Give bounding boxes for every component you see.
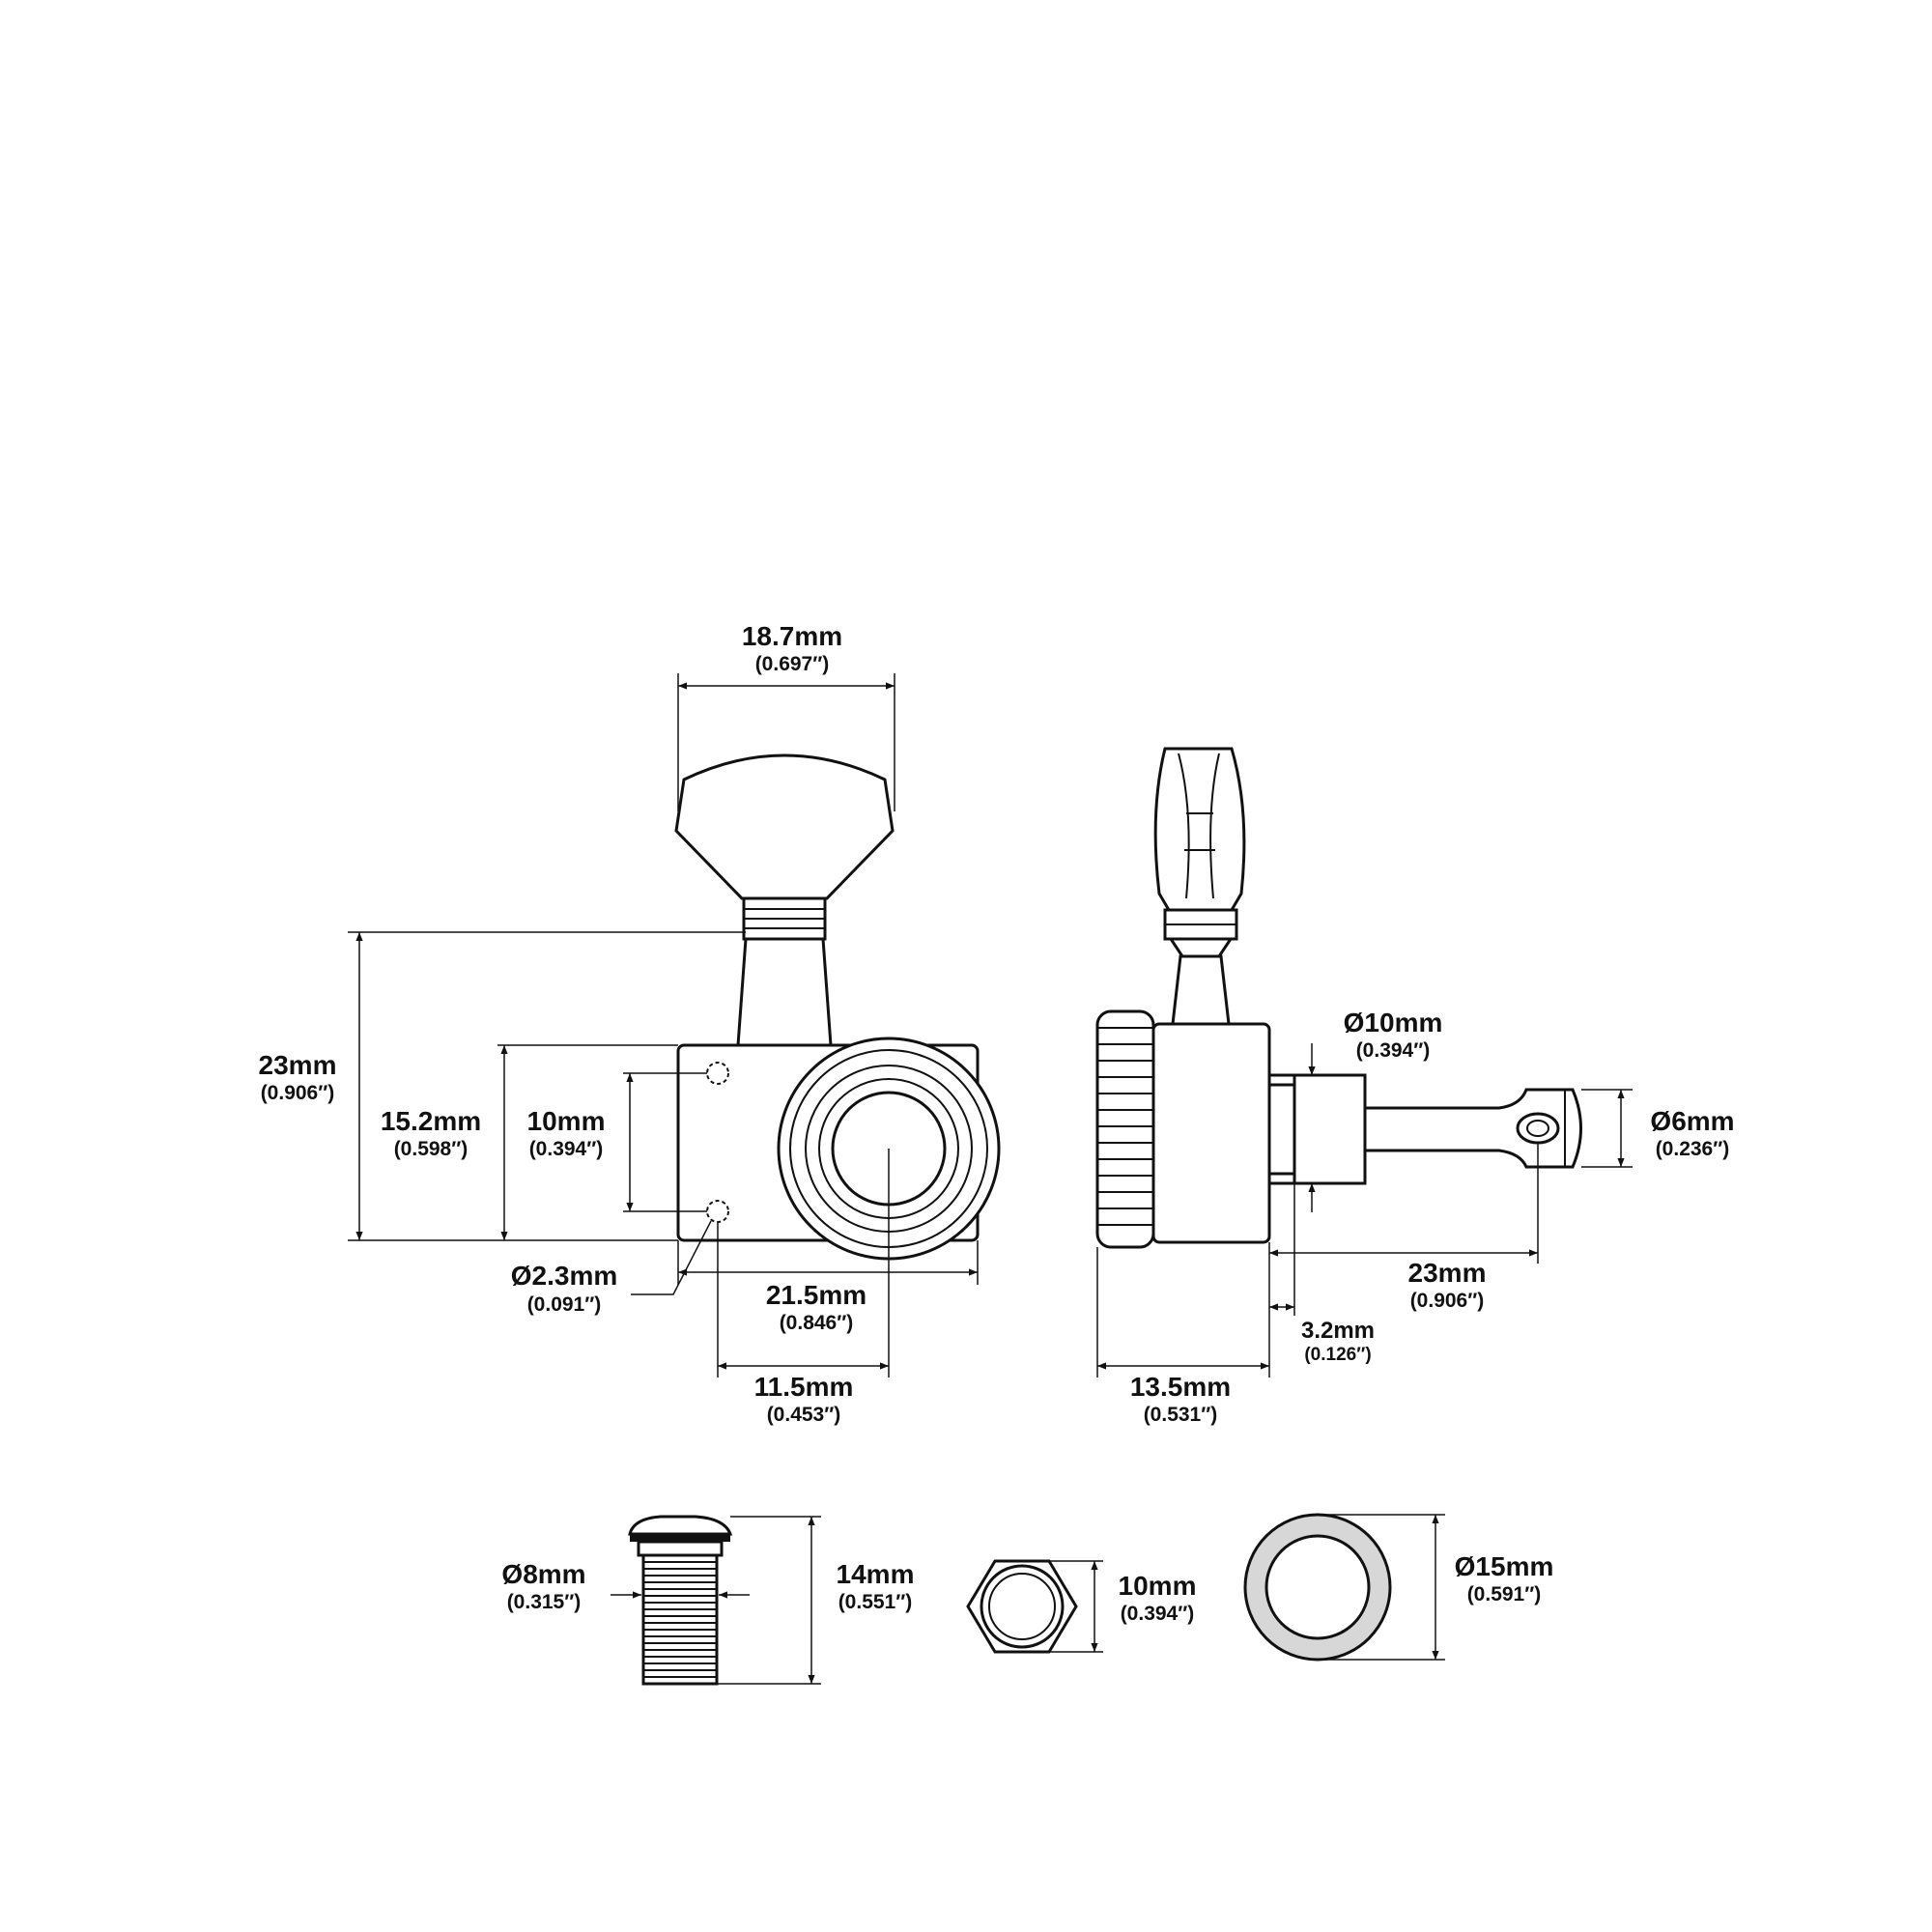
post-length-mm: 23mm [1408, 1258, 1487, 1288]
screw-hole-top [706, 1062, 729, 1085]
nut-dimensions [1049, 1560, 1103, 1653]
post-offset-in: (0.453″) [767, 1404, 841, 1426]
ferrule-dia-mm: Ø8mm [501, 1559, 585, 1589]
hex-nut [966, 1559, 1078, 1654]
bushing-depth-mm: 3.2mm [1301, 1318, 1375, 1344]
body-depth-mm: 13.5mm [1130, 1372, 1231, 1402]
button-width-in: (0.697″) [755, 653, 830, 675]
side-shaft [1171, 954, 1231, 1026]
nut-size-in: (0.394″) [1121, 1603, 1195, 1625]
screw-spacing-in: (0.394″) [529, 1138, 604, 1160]
button-shaft [736, 937, 833, 1047]
post-length-in: (0.906″) [1410, 1290, 1485, 1312]
ferrule-length-mm: 14mm [837, 1559, 915, 1589]
string-post [1363, 1088, 1582, 1169]
side-labels: Ø10mm (0.394″) Ø6mm (0.236″) 23mm (0.906… [1130, 1008, 1735, 1426]
string-hole [1516, 1112, 1560, 1145]
housing-height-in: (0.598″) [394, 1138, 469, 1160]
side-body [1151, 1022, 1271, 1244]
post-dia-in: (0.236″) [1656, 1138, 1730, 1160]
side-dimensions [1096, 1043, 1633, 1378]
nut-size-mm: 10mm [1119, 1571, 1197, 1601]
post-offset-mm: 11.5mm [754, 1372, 854, 1402]
washer-dimensions [1318, 1514, 1445, 1661]
washer [1243, 1513, 1392, 1662]
screw-hole-mm: Ø2.3mm [511, 1261, 618, 1291]
hardware-labels: Ø8mm (0.315″) 14mm (0.551″) 10mm (0.394″… [501, 1551, 1553, 1625]
front-dimensions [348, 673, 979, 1378]
screw-hole-bottom [706, 1200, 729, 1223]
ferrule-flange [628, 1515, 733, 1536]
side-view [1095, 747, 1582, 1249]
post-dia-mm: Ø6mm [1650, 1106, 1734, 1136]
side-button [1153, 747, 1246, 912]
side-bushing [1293, 1073, 1367, 1185]
bushing-dia-in: (0.394″) [1356, 1039, 1431, 1062]
washer-hole [1264, 1534, 1371, 1640]
overall-height-mm: 23mm [259, 1050, 337, 1080]
housing-width-mm: 21.5mm [766, 1280, 867, 1310]
body-depth-in: (0.531″) [1144, 1404, 1218, 1426]
housing-width-in: (0.846″) [780, 1312, 854, 1334]
washer-dia-in: (0.591″) [1467, 1583, 1542, 1605]
ferrule-threads [641, 1553, 719, 1686]
washer-dia-mm: Ø15mm [1455, 1551, 1554, 1581]
tuner-button [674, 753, 895, 900]
overall-height-in: (0.906″) [261, 1082, 335, 1104]
screw-hole-in: (0.091″) [527, 1293, 602, 1316]
front-labels: 18.7mm (0.697″) 23mm (0.906″) 15.2mm (0.… [259, 621, 867, 1426]
ferrule-dimensions [611, 1516, 821, 1685]
knurled-gear [1095, 1009, 1155, 1249]
ferrule-dia-in: (0.315″) [507, 1591, 582, 1613]
ferrule-length-in: (0.551″) [838, 1591, 913, 1613]
button-width-mm: 18.7mm [742, 621, 842, 651]
front-view [674, 753, 1001, 1261]
housing-height-mm: 15.2mm [381, 1106, 481, 1136]
ferrule [628, 1515, 733, 1686]
bushing-dia-mm: Ø10mm [1344, 1008, 1443, 1037]
bushing-depth-in: (0.126″) [1304, 1345, 1371, 1365]
screw-spacing-mm: 10mm [527, 1106, 606, 1136]
